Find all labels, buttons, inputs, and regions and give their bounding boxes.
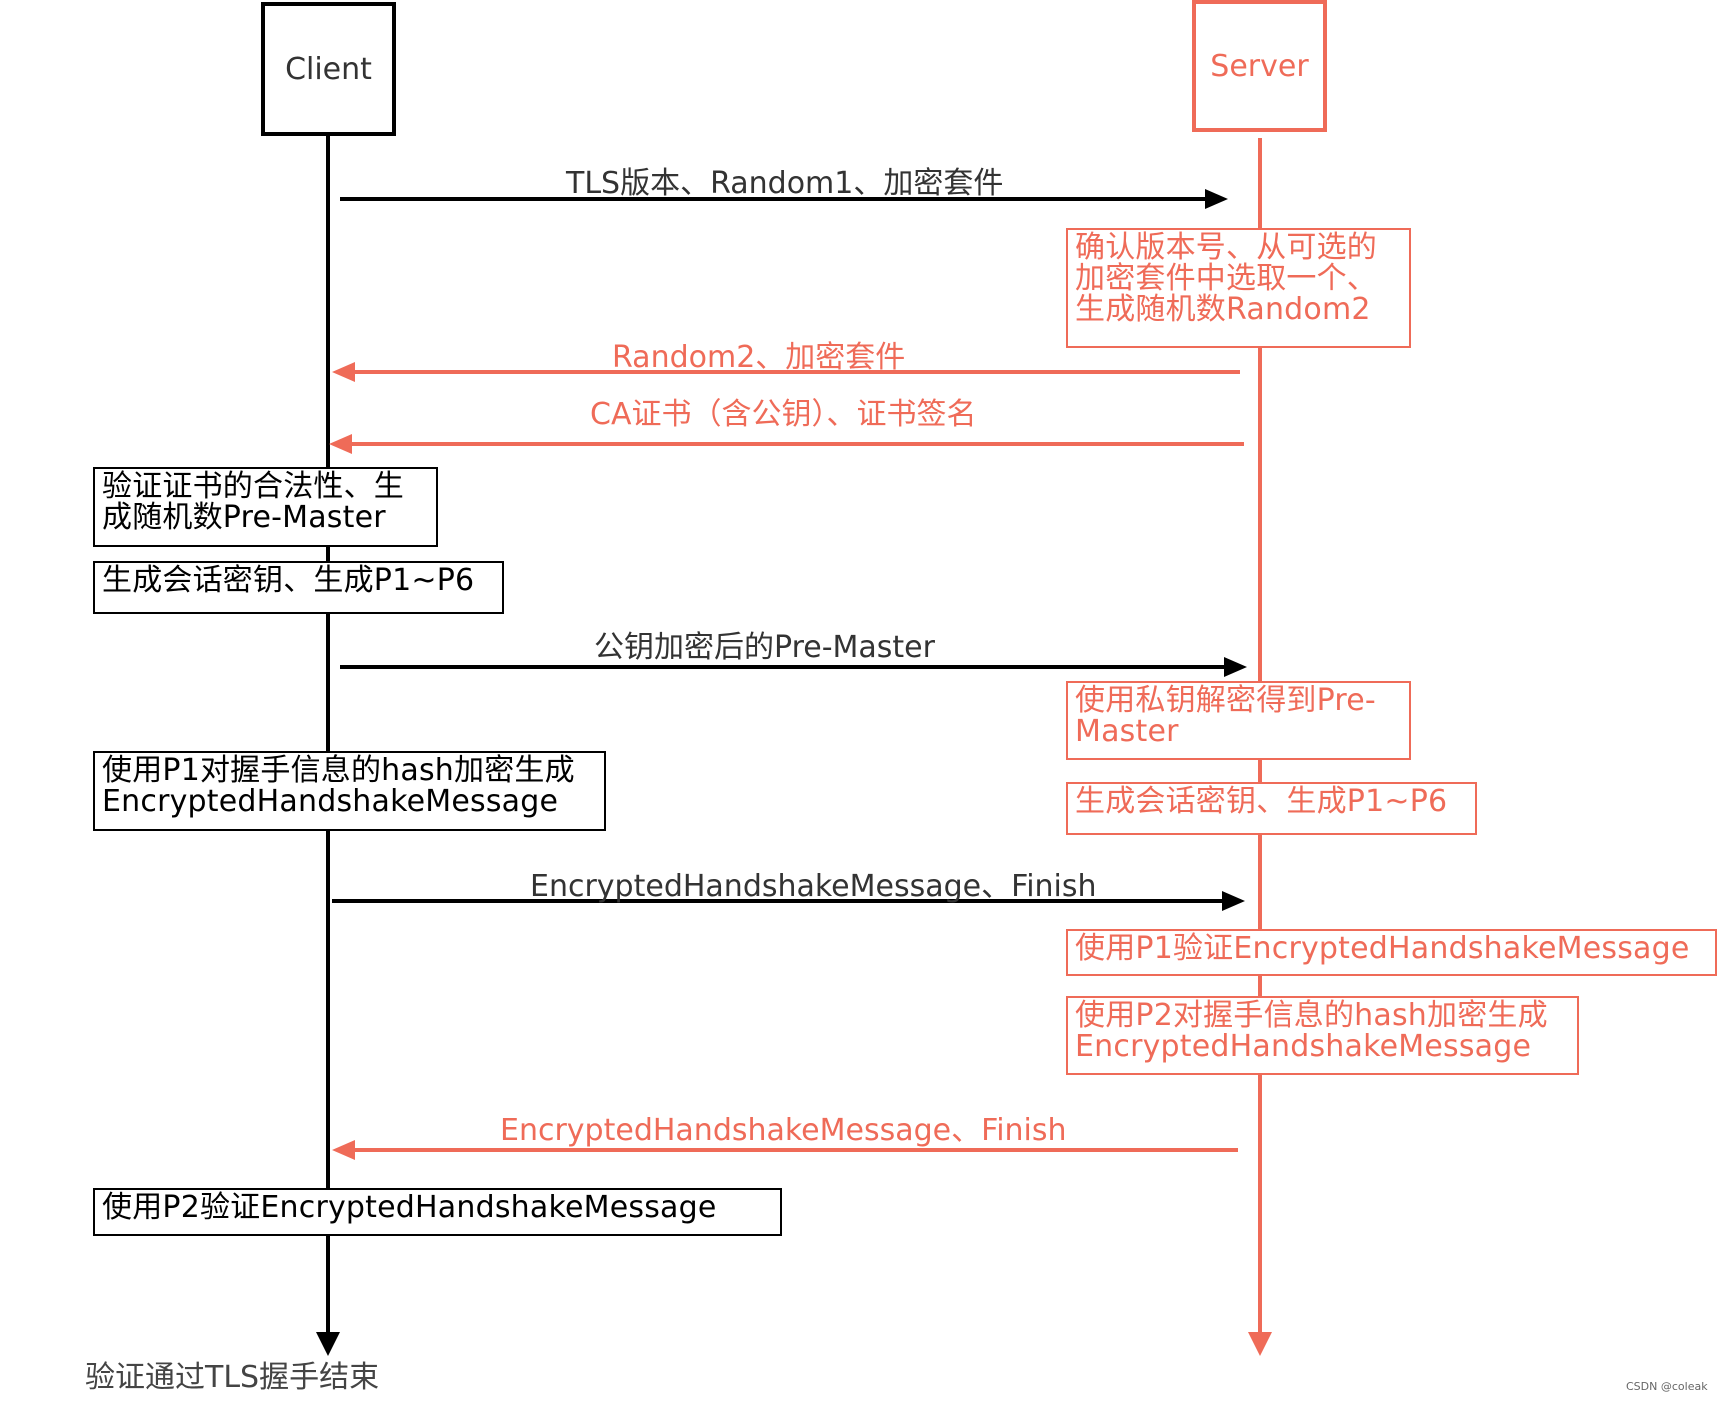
client-verify-note: 验证证书的合法性、生 成随机数Pre-Master (93, 467, 438, 547)
msg-1-arrowhead (1205, 189, 1228, 209)
server-actor-box: Server (1192, 0, 1327, 132)
server-session-key-note: 生成会话密钥、生成P1~P6 (1066, 782, 1477, 835)
client-p2-verify-note: 使用P2验证EncryptedHandshakeMessage (93, 1188, 782, 1236)
server-p1-verify-note: 使用P1验证EncryptedHandshakeMessage (1066, 929, 1717, 976)
msg-1-label: TLS版本、Random1、加密套件 (566, 166, 1004, 201)
msg-6-arrowhead (332, 1140, 355, 1160)
msg-3-label: CA证书（含公钥）、证书签名 (590, 397, 977, 432)
client-lifeline-arrowhead (316, 1332, 340, 1356)
server-lifeline-arrowhead (1248, 1332, 1272, 1356)
msg-3-arrowhead (329, 434, 352, 454)
server-confirm-note: 确认版本号、从可选的 加密套件中选取一个、 生成随机数Random2 (1066, 228, 1411, 348)
handshake-end-label: 验证通过TLS握手结束 (85, 1360, 380, 1395)
client-p1-encrypt-note: 使用P1对握手信息的hash加密生成 EncryptedHandshakeMes… (93, 751, 606, 831)
msg-4-arrowhead (1224, 657, 1247, 677)
msg-5-arrowhead (1222, 891, 1245, 911)
watermark: CSDN @coleak (1626, 1380, 1708, 1393)
msg-2-arrowhead (332, 362, 355, 382)
server-decrypt-note: 使用私钥解密得到Pre- Master (1066, 681, 1411, 760)
server-actor-label: Server (1210, 48, 1309, 84)
msg-2-label: Random2、加密套件 (612, 340, 906, 375)
client-actor-label: Client (285, 51, 372, 87)
server-p2-encrypt-note: 使用P2对握手信息的hash加密生成 EncryptedHandshakeMes… (1066, 996, 1579, 1075)
client-actor-box: Client (261, 2, 396, 136)
client-session-key-note: 生成会话密钥、生成P1~P6 (93, 561, 504, 614)
msg-4-label: 公钥加密后的Pre-Master (594, 630, 935, 665)
msg-5-label: EncryptedHandshakeMessage、Finish (530, 869, 1097, 904)
msg-6-label: EncryptedHandshakeMessage、Finish (500, 1113, 1067, 1148)
